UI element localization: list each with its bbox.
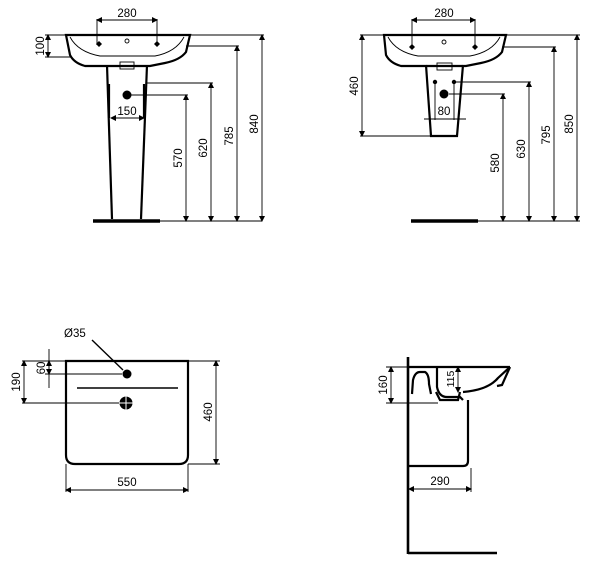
- basin-plan-outline: [64, 359, 190, 466]
- waste-outlet-icon: [122, 90, 132, 100]
- dim-620: 620: [198, 138, 210, 157]
- pedestal-right-edge: [139, 64, 149, 220]
- tap-hole-icon: [122, 369, 132, 379]
- basin-outline: [382, 33, 508, 68]
- side-section-view: 160 115 290: [378, 357, 512, 555]
- dim-840: 840: [249, 114, 261, 133]
- dim-785: 785: [224, 126, 236, 145]
- dim-100: 100: [35, 36, 47, 55]
- dim-80: 80: [438, 106, 451, 118]
- plan-view: Ø35 60 190 460 550: [11, 328, 220, 493]
- dim-115: 115: [445, 370, 457, 387]
- semi-pedestal: [424, 64, 465, 138]
- dim-460: 460: [349, 76, 361, 95]
- dim-580: 580: [490, 153, 502, 172]
- pedestal-left-edge: [105, 64, 114, 220]
- center-hole-icon: [124, 38, 130, 44]
- center-hole-icon: [441, 39, 447, 45]
- dim-795: 795: [541, 125, 553, 144]
- front-view-semi-pedestal: 80 280 460 580 630 795 850: [349, 8, 580, 223]
- dim-550: 550: [117, 477, 136, 489]
- pedestal-side: [408, 400, 470, 468]
- dim-diameter-35: Ø35: [64, 328, 86, 340]
- dim-460: 460: [203, 402, 215, 421]
- basin-outline: [64, 33, 192, 68]
- dim-570: 570: [173, 148, 185, 167]
- dim-290: 290: [430, 476, 449, 488]
- front-view-full-pedestal: 280 100 150 570 620 785 840: [35, 8, 265, 223]
- dim-850: 850: [564, 114, 576, 133]
- dim-190: 190: [11, 372, 23, 391]
- waste-outlet-icon: [439, 89, 449, 99]
- dim-280: 280: [434, 8, 453, 20]
- dim-150: 150: [117, 106, 136, 118]
- dim-160: 160: [378, 375, 390, 394]
- dim-60: 60: [36, 362, 48, 375]
- waste-fitting: [119, 61, 135, 70]
- dim-630: 630: [516, 139, 528, 158]
- waste-fitting: [436, 62, 453, 71]
- tap-hole-left-icon: [96, 41, 102, 47]
- dim-280: 280: [117, 8, 136, 20]
- basin-bowl-line: [69, 36, 185, 57]
